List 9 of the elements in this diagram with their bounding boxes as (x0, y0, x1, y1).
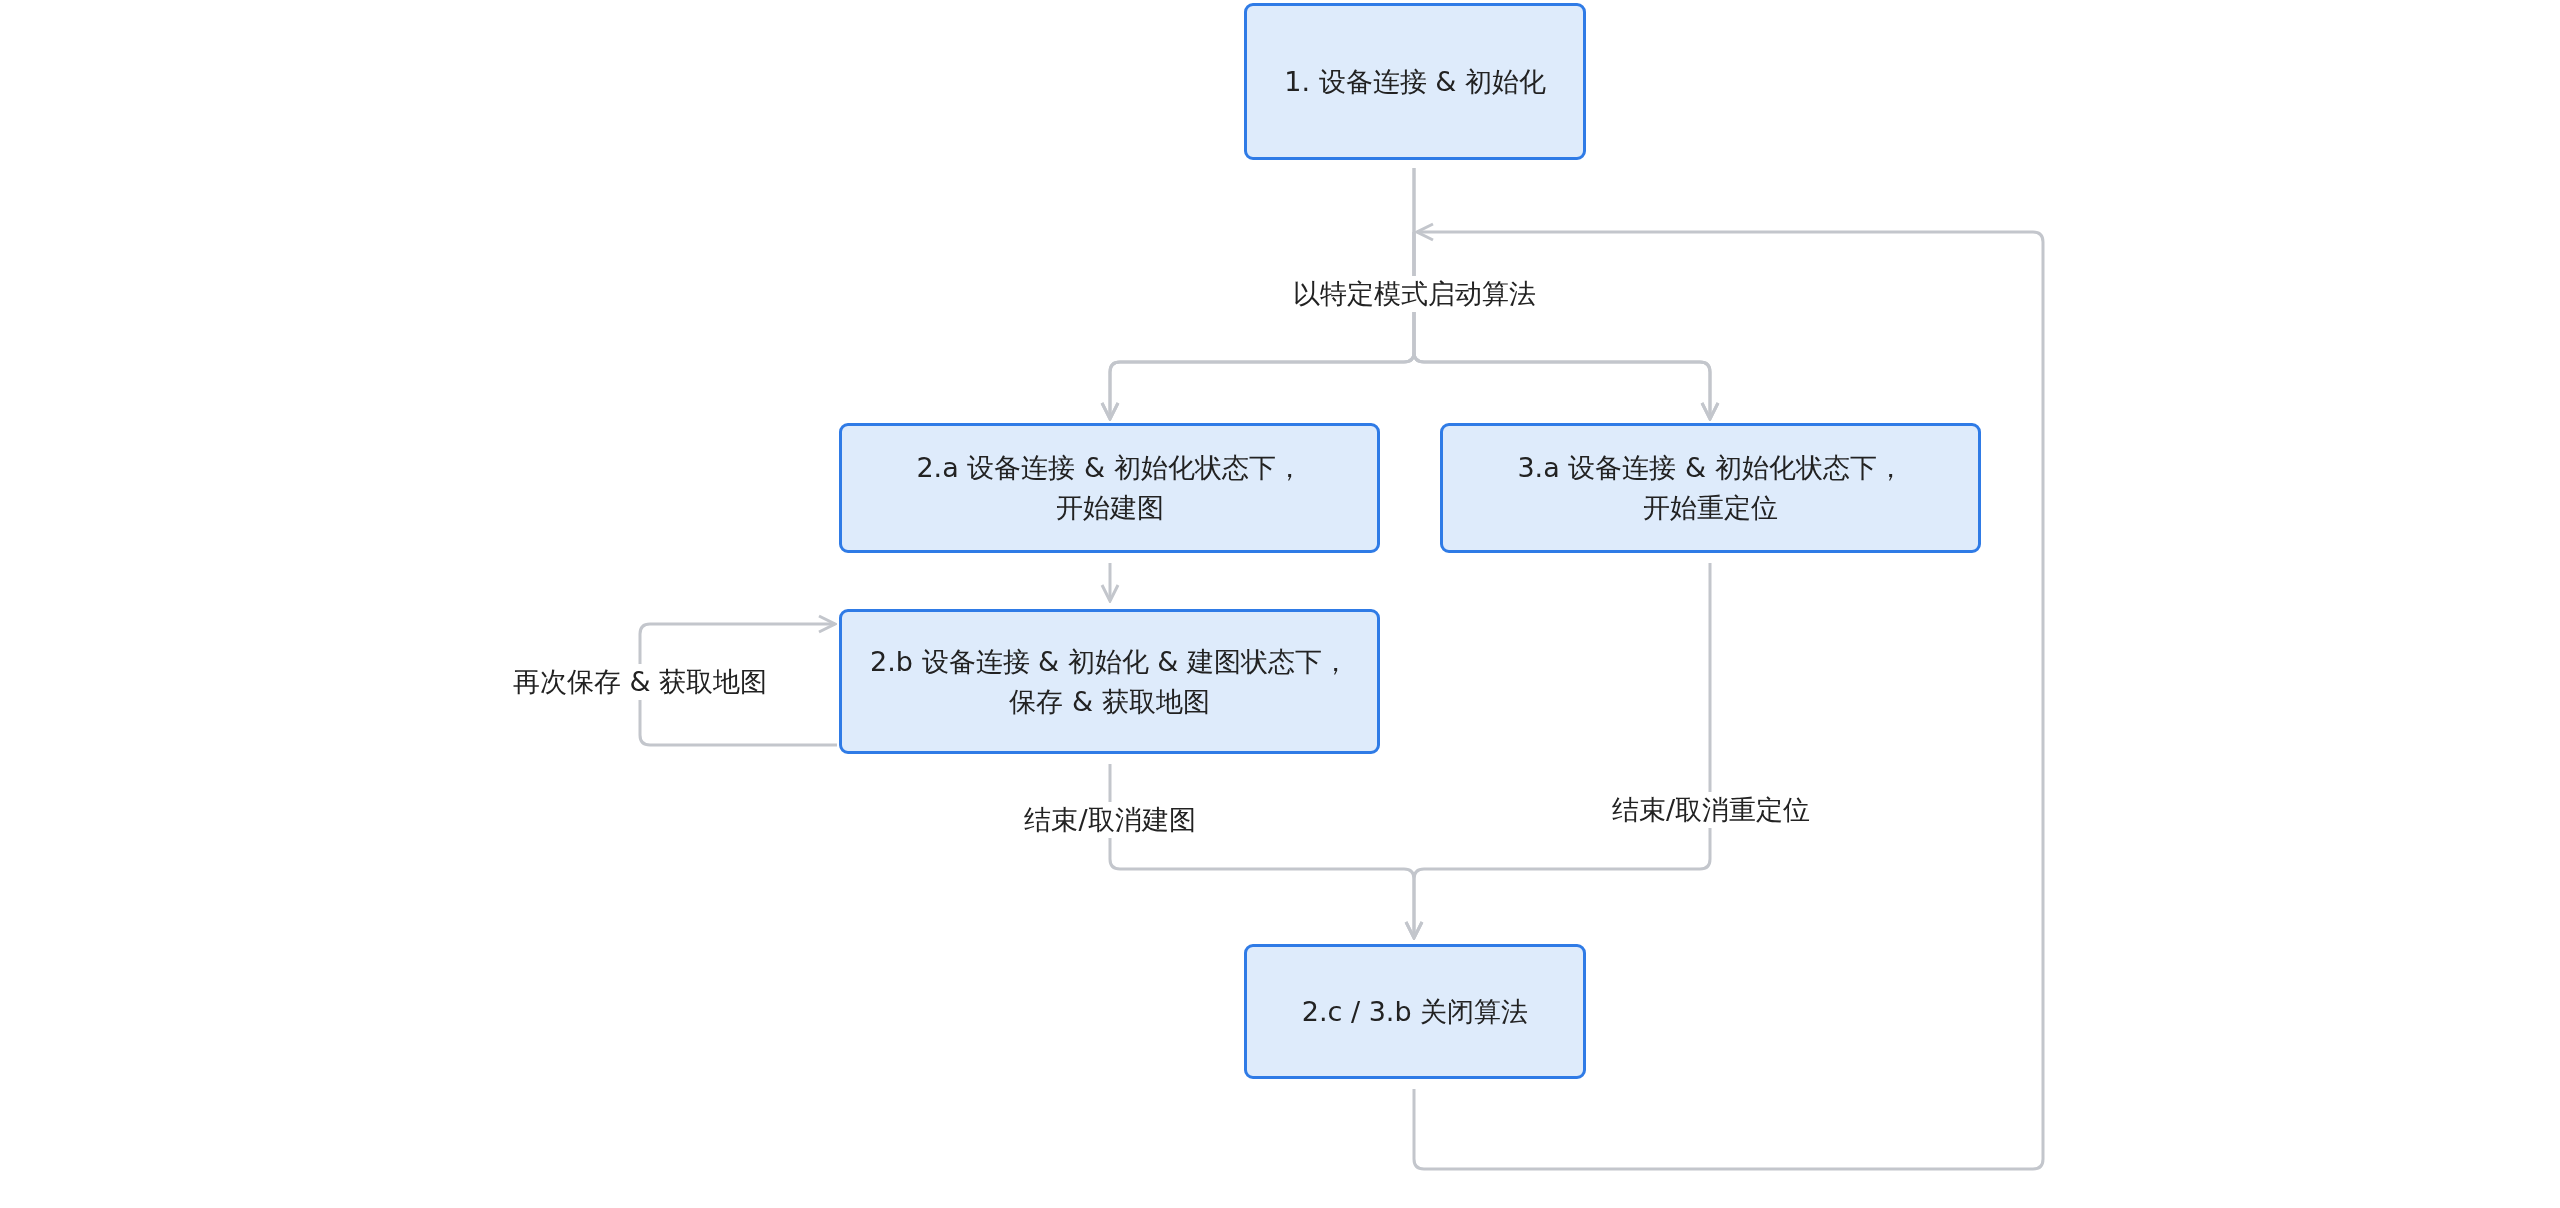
process-box: 1. 设备连接 & 初始化 (1244, 3, 1586, 160)
process-box: 2.c / 3.b 关闭算法 (1244, 944, 1586, 1079)
process-box: 2.b 设备连接 & 初始化 & 建图状态下，保存 & 获取地图 (839, 609, 1380, 754)
process-box: 2.a 设备连接 & 初始化状态下，开始建图 (839, 423, 1380, 553)
process-box: 3.a 设备连接 & 初始化状态下，开始重定位 (1440, 423, 1981, 553)
arrow (638, 614, 837, 747)
arrow (1404, 563, 1712, 940)
arrow (1412, 168, 1720, 421)
arrow (1100, 563, 1120, 603)
